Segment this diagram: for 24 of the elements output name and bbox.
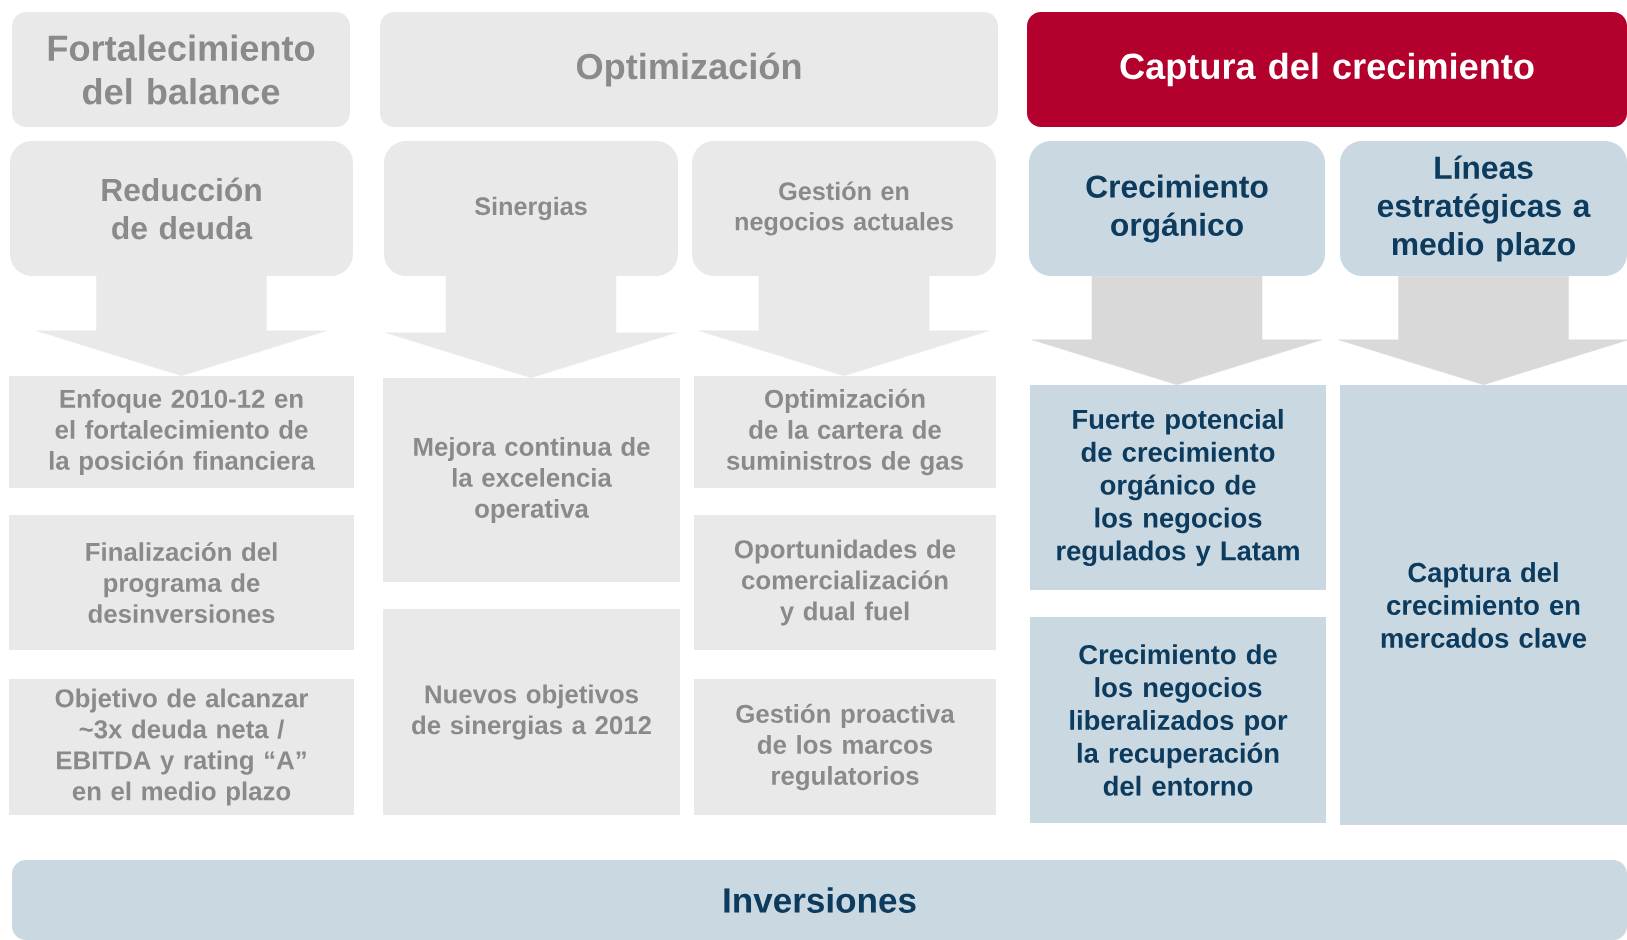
subheader-box: Reducción de deuda <box>10 141 353 276</box>
block-arrow <box>1338 275 1627 386</box>
text-box: Fuerte potencial de crecimiento orgánico de los negocios regulados y Latam <box>1030 385 1326 590</box>
text-box: Optimización de la cartera de suministros de gas <box>694 376 996 488</box>
subheader-box: Crecimiento orgánico <box>1029 141 1325 276</box>
text-box: Mejora continua de la excelencia operativa <box>383 378 680 582</box>
subheader-box: Sinergias <box>384 141 678 276</box>
text-box: Gestión proactiva de los marcos regulatorios <box>694 679 996 815</box>
block-arrow <box>1031 275 1323 386</box>
text-box: Enfoque 2010-12 en el fortalecimiento de la posición financiera <box>9 376 354 488</box>
text-box: Crecimiento de los negocios liberalizados por la recuperación del entorno <box>1030 617 1326 823</box>
subheader-box: Líneas estratégicas a medio plazo <box>1340 141 1627 276</box>
subheader-box: Gestión en negocios actuales <box>692 141 996 276</box>
header-box: Fortalecimiento del balance <box>12 12 350 127</box>
text-box: Nuevos objetivos de sinergias a 2012 <box>383 609 680 815</box>
node-label: Gestión en negocios actuales <box>735 181 953 236</box>
header-box: Captura del crecimiento <box>1027 12 1627 127</box>
header-box: Optimización <box>380 12 998 127</box>
text-box: Objetivo de alcanzar ~3x deuda neta / EBITDA y rating “A” en el medio plazo <box>9 679 354 815</box>
text-box: Captura del crecimiento en mercados clave <box>1340 385 1627 825</box>
text-box: Oportunidades de comercialización y dual fuel <box>694 515 996 650</box>
node-label: Sinergias <box>474 196 587 221</box>
text-box: Finalización del programa de desinversiones <box>9 515 354 650</box>
footer-bar: Inversiones <box>12 860 1627 940</box>
